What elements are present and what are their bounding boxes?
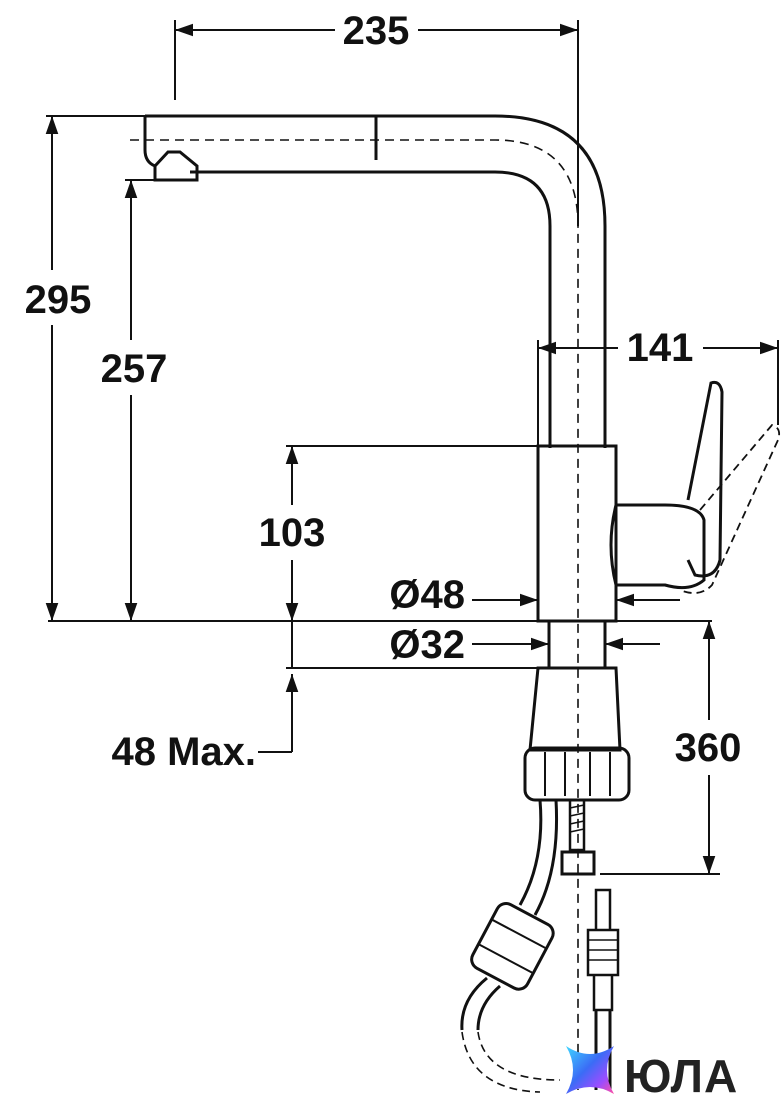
dimension-lines <box>45 20 779 875</box>
dim-width-235: 235 <box>343 9 410 53</box>
hose-loop <box>461 1031 561 1093</box>
coupling-grip-lines <box>544 752 611 796</box>
dim-diameter-32: Ø32 <box>389 623 465 667</box>
dim-height-257: 257 <box>101 347 168 391</box>
supply-thread <box>588 939 618 961</box>
spout-tube <box>145 114 607 448</box>
lever-handle <box>686 380 724 578</box>
dim-height-295: 295 <box>25 278 92 322</box>
dim-max-48: 48 Max. <box>111 730 256 774</box>
lever-housing <box>609 503 706 590</box>
yula-logo-text: ЮЛА <box>624 1050 738 1100</box>
shank <box>547 619 607 670</box>
threaded-rod <box>568 798 586 852</box>
dim-lever-141: 141 <box>627 326 694 370</box>
coupling-upper <box>528 666 622 752</box>
dim-body-103: 103 <box>259 511 326 555</box>
rod-nut <box>560 850 596 876</box>
yula-logo-icon <box>566 1046 614 1094</box>
hose-weight <box>470 902 555 991</box>
coupling-nut <box>523 746 631 802</box>
thread-lines <box>569 804 585 833</box>
yula-logo: ЮЛА <box>566 1046 738 1100</box>
dim-diameter-48: Ø48 <box>389 573 465 617</box>
spout-tip <box>143 116 199 182</box>
pullout-hose <box>518 799 558 916</box>
faucet-body <box>536 444 618 623</box>
dim-hose-360: 360 <box>675 726 742 770</box>
spout-centerline <box>130 139 579 1090</box>
faucet-outline <box>48 114 781 1093</box>
hose-lower <box>460 976 501 1031</box>
